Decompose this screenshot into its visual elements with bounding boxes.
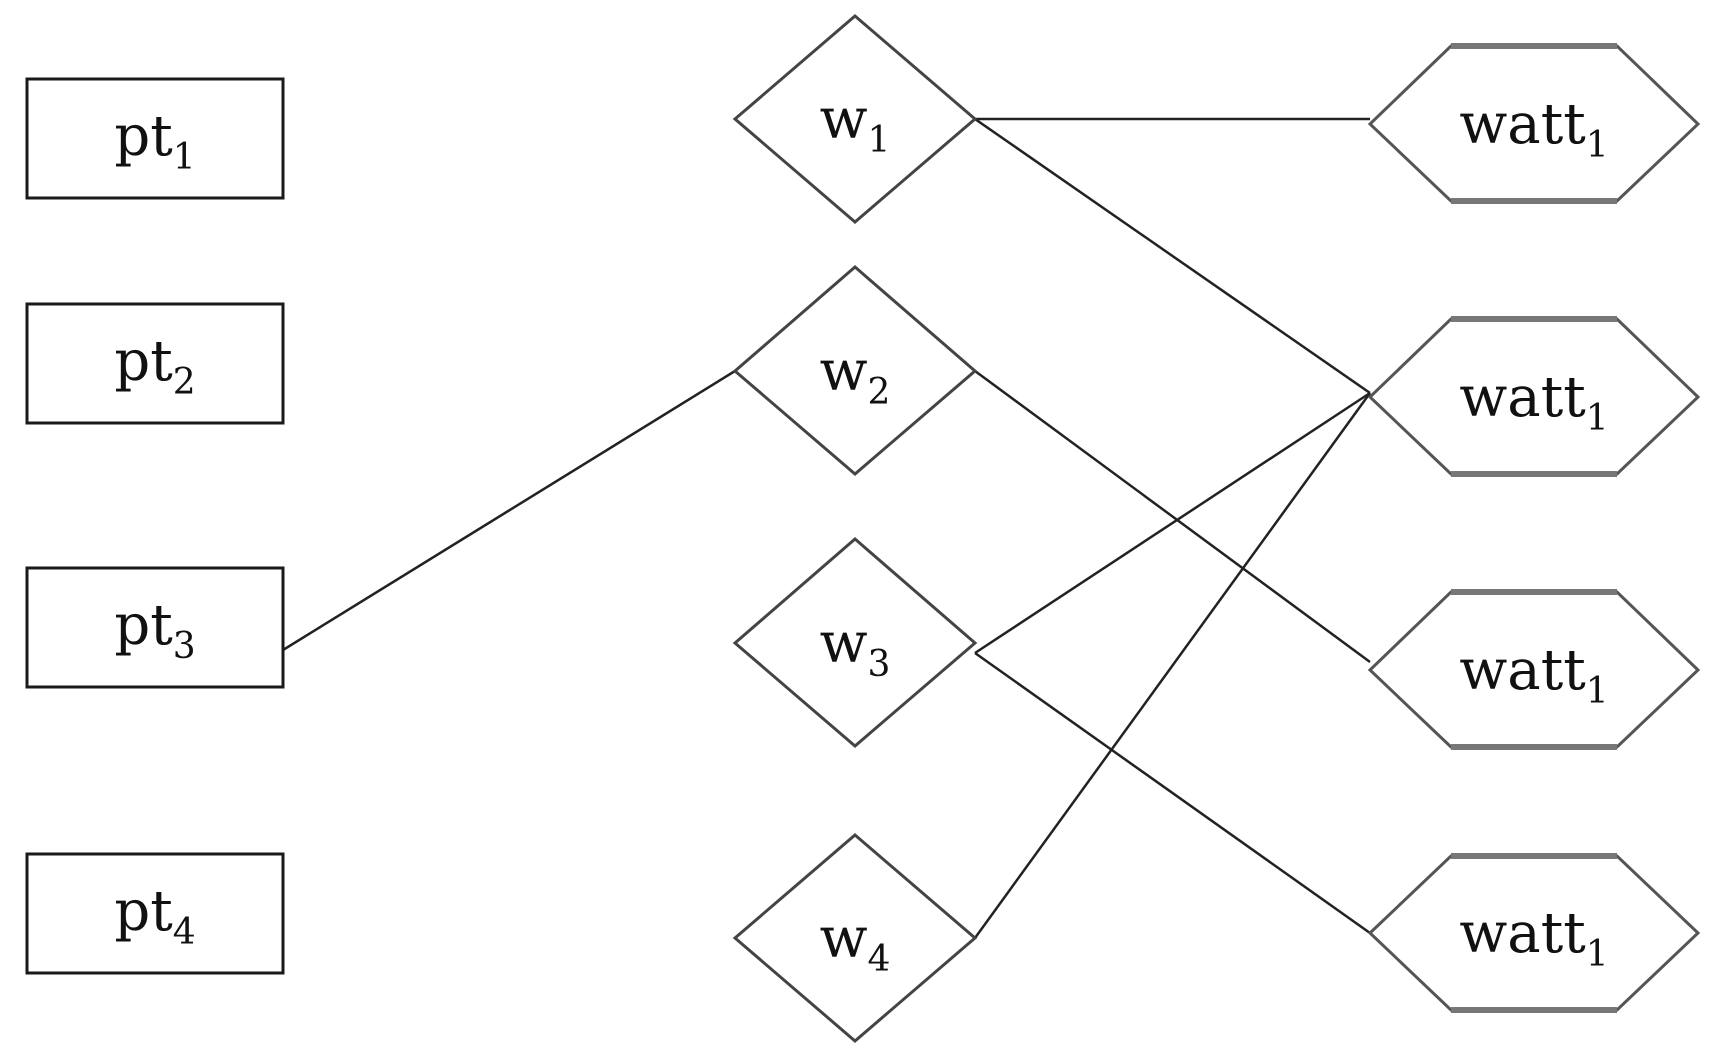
- pt-node-4: pt4: [25, 852, 285, 975]
- pt-node-3-label: pt: [114, 593, 173, 658]
- watt-node-1-sub: 1: [1586, 125, 1609, 166]
- svg-text:w2: w2: [820, 339, 891, 413]
- watt-node-3-sub: 1: [1586, 671, 1609, 712]
- svg-text:pt4: pt4: [114, 879, 195, 953]
- pt-node-1: pt1: [25, 77, 285, 200]
- svg-text:w4: w4: [820, 906, 891, 980]
- w-node-1: w1: [732, 14, 978, 224]
- w-node-2-sub: 2: [868, 372, 891, 413]
- svg-text:pt1: pt1: [114, 104, 195, 178]
- w-node-3-label: w: [820, 611, 868, 676]
- watt-node-3-label: watt: [1459, 638, 1586, 703]
- pt-node-3-sub: 3: [173, 626, 196, 667]
- pt-node-1-label: pt: [114, 104, 173, 169]
- w-node-4-label: w: [820, 906, 868, 971]
- svg-text:w1: w1: [820, 87, 891, 161]
- watt-node-3: watt1: [1367, 589, 1701, 750]
- watt-node-2-label: watt: [1459, 365, 1586, 430]
- edge-w2-watt1c: [974, 369, 1371, 664]
- svg-text:watt1: watt1: [1459, 901, 1608, 975]
- w-node-3: w3: [732, 537, 978, 748]
- pt-node-2: pt2: [25, 302, 285, 425]
- edge-pt3-w2: [282, 369, 736, 652]
- edge-w3-watt1d: [974, 651, 1371, 935]
- w-node-1-sub: 1: [868, 120, 891, 161]
- watt-node-4-sub: 1: [1586, 934, 1609, 975]
- svg-text:pt3: pt3: [114, 593, 195, 667]
- svg-text:watt1: watt1: [1459, 638, 1608, 712]
- watt-node-4: watt1: [1367, 853, 1701, 1013]
- watt-node-1: watt1: [1367, 43, 1701, 204]
- svg-text:watt1: watt1: [1459, 92, 1608, 166]
- pt-node-2-label: pt: [114, 329, 173, 394]
- w-node-2-label: w: [820, 339, 868, 404]
- w-node-1-label: w: [820, 87, 868, 152]
- w-node-3-sub: 3: [868, 644, 891, 685]
- watt-node-4-label: watt: [1459, 901, 1586, 966]
- svg-text:w3: w3: [820, 611, 891, 685]
- pt-node-2-sub: 2: [173, 362, 196, 403]
- svg-text:watt1: watt1: [1459, 365, 1608, 439]
- pt-node-3: pt3: [25, 566, 285, 689]
- svg-text:pt2: pt2: [114, 329, 195, 403]
- w-node-4: w4: [732, 833, 978, 1043]
- edges-layer: [282, 117, 1372, 939]
- edge-w3-watt1b: [974, 391, 1371, 655]
- w-node-4-sub: 4: [868, 939, 891, 980]
- edge-w1-watt1b: [974, 117, 1371, 395]
- pt-node-1-sub: 1: [173, 137, 196, 178]
- watt-node-2: watt1: [1367, 316, 1701, 477]
- watt-node-1-label: watt: [1459, 92, 1586, 157]
- edge-w4-watt1b: [973, 392, 1372, 939]
- pt-node-4-sub: 4: [173, 912, 196, 953]
- pt-node-4-label: pt: [114, 879, 173, 944]
- watt-node-2-sub: 1: [1586, 398, 1609, 439]
- w-node-2: w2: [732, 265, 978, 476]
